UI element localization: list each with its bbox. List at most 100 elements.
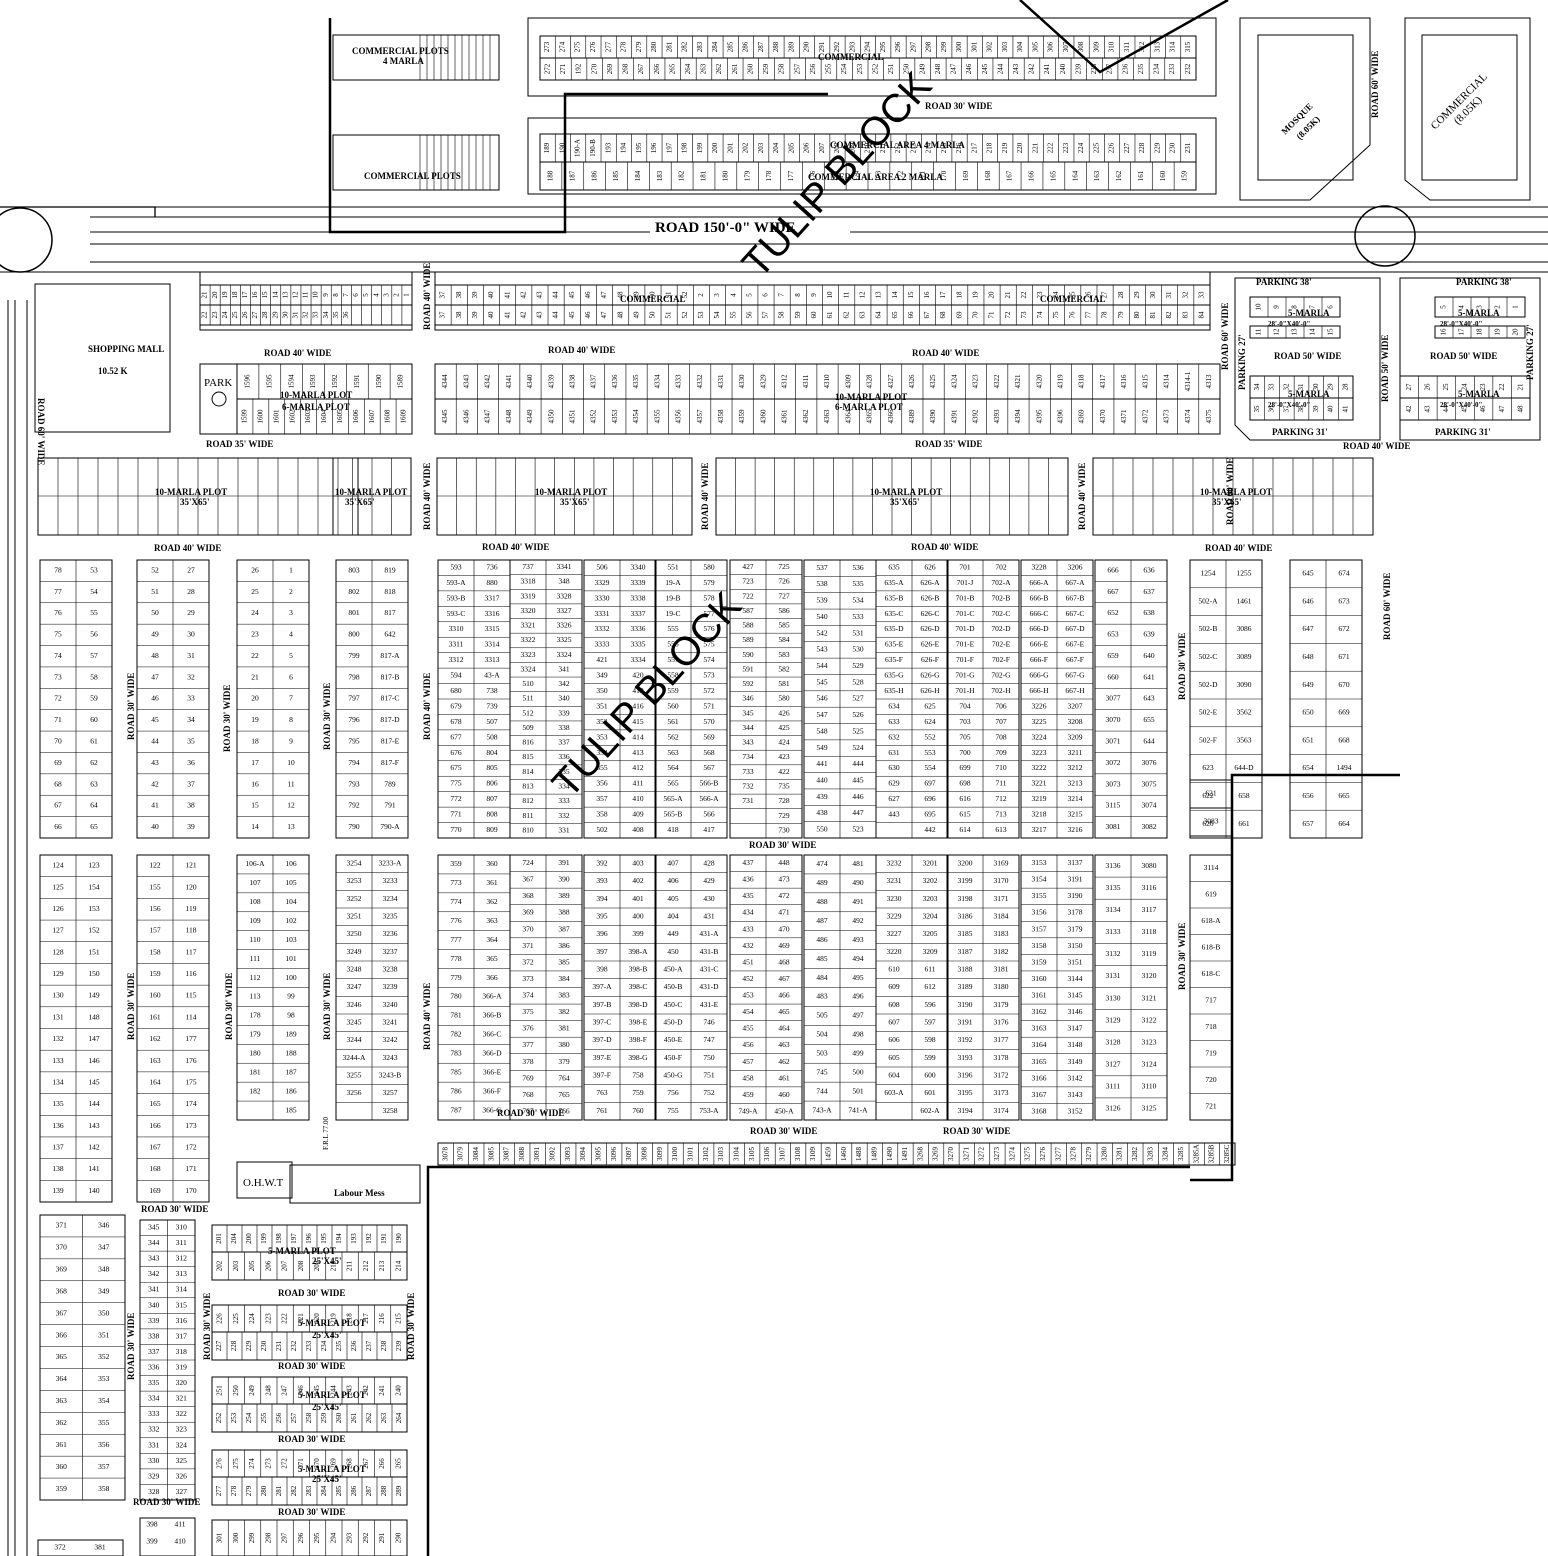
lower-column-plot: 3192 <box>958 1035 973 1044</box>
upper-column-plot: 502 <box>596 825 608 834</box>
upper-column-plot: 635-F <box>885 655 903 664</box>
second-commercial-a-plot: 227 <box>1123 142 1131 153</box>
lower-column-plot: 505 <box>816 1011 828 1020</box>
parking-block-left <box>1234 277 1381 441</box>
bottom-row-plot: 3099 <box>656 1147 664 1162</box>
road-50-vert-1: ROAD 50' WIDE <box>1380 335 1390 402</box>
upper-column-plot: 416 <box>632 701 644 710</box>
upper-column-plot: 72 <box>54 694 62 703</box>
row-2-top-plot: 17 <box>939 291 947 299</box>
upper-column-plot: 809 <box>486 825 498 834</box>
commercial-plots-4m-sub: 4 MARLA <box>383 56 424 66</box>
second-commercial-a-plot: 207 <box>818 142 826 153</box>
row-3-top-plot: 4316 <box>1120 374 1128 389</box>
last-row-block <box>139 1517 196 1556</box>
lower-column-plot: 366-F <box>483 1086 501 1095</box>
upper-column-plot: 666-F <box>1030 655 1048 664</box>
lower-column-plot: 3190 <box>1068 891 1083 900</box>
five-marla-bot-plot: 234 <box>320 1340 328 1351</box>
park-row-bot-plot: 1600 <box>256 409 264 424</box>
lower-column-plot: 375 <box>522 1007 534 1016</box>
row-3-bot-plot: 4350 <box>547 409 555 424</box>
lower-column-plot: 3114 <box>1204 863 1219 872</box>
five-marla-bot-plot: 289 <box>395 1485 403 1496</box>
second-commercial-b-plot: 180 <box>721 170 729 181</box>
upper-column-plot: 3310 <box>449 624 464 633</box>
lower-column-plot: 3133 <box>1106 927 1121 936</box>
lower-column-plot: 401 <box>632 894 644 903</box>
row-3-top-plot: 4318 <box>1078 374 1086 389</box>
five-marla-bottom-4: 5-MARLA PLOT <box>298 1464 366 1474</box>
second-commercial-b-plot: 174 <box>853 170 861 181</box>
five-marla-bot-plot: 277 <box>215 1485 223 1496</box>
five-marla-bot-plot: 279 <box>245 1485 253 1496</box>
last-row-bot-plot: 295 <box>313 1532 321 1543</box>
upper-column-plot: 56 <box>90 630 98 639</box>
lower-column-plot: 187 <box>285 1067 297 1076</box>
top-commercial-a-plot: 273 <box>543 41 551 52</box>
five-marla-bot-plot: 252 <box>215 1412 223 1423</box>
lower-left-column-plot: 323 <box>176 1425 188 1434</box>
row-2-top-plot: 51 <box>665 291 673 299</box>
second-commercial-b-plot: 171 <box>918 170 926 181</box>
lower-column-plot: 436 <box>742 875 754 884</box>
row-3-top-plot: 4340 <box>526 374 534 389</box>
second-commercial-a-plot: 215 <box>940 142 948 153</box>
lower-column-plot: 136 <box>52 1121 64 1130</box>
top-commercial-b-plot: 236 <box>1121 63 1129 74</box>
lower-left-column-plot: 364 <box>56 1374 68 1383</box>
lower-column-plot: 150 <box>88 969 100 978</box>
top-commercial-a-plot: 289 <box>787 41 795 52</box>
upper-column-plot: 54 <box>90 587 98 596</box>
upper-column-plot: 3218 <box>1032 810 1047 819</box>
lower-column-plot: 3195 <box>958 1088 973 1097</box>
row-1-bot-plot: 28 <box>261 311 269 319</box>
top-commercial-a-plot: 278 <box>620 41 628 52</box>
lower-column-plot: 397-A <box>592 982 612 991</box>
row-3-bot-plot: 4373 <box>1163 409 1171 424</box>
second-commercial-a-plot: 195 <box>635 142 643 153</box>
road-40-vert-f: ROAD 40' WIDE <box>1077 463 1087 530</box>
upper-column-plot: 670 <box>1338 680 1350 689</box>
upper-column-plot: 739 <box>486 701 498 710</box>
row-2-bot-plot: 81 <box>1149 311 1157 319</box>
upper-column-plot: 30 <box>187 630 195 639</box>
ten-marla-plot-size-3: 35'X65' <box>560 497 590 507</box>
lower-column-plot: 120 <box>185 882 197 891</box>
lower-column-plot: 116 <box>186 969 197 978</box>
parking-right-top-plot: 2 <box>1494 305 1502 309</box>
second-commercial-b-plot: 166 <box>1028 170 1036 181</box>
road-30-vert-g: ROAD 30' WIDE <box>126 1313 136 1380</box>
row-2-top-plot: 6 <box>762 293 770 297</box>
lower-column-plot: 164 <box>149 1077 161 1086</box>
lower-column-plot: 3178 <box>994 1053 1009 1062</box>
upper-column-plot: 652 <box>1107 608 1119 617</box>
lower-column-plot: 494 <box>852 954 864 963</box>
upper-column-plot: 19-A <box>665 578 681 587</box>
lower-column-plot: 3121 <box>1142 993 1157 1002</box>
second-commercial-a-plot: 190 <box>558 142 566 153</box>
row-2-bot-plot: 37 <box>439 311 447 319</box>
lower-column-plot: 388 <box>558 908 570 917</box>
row-1-top-plot: 11 <box>302 291 310 298</box>
upper-column-plot: 408 <box>632 825 644 834</box>
top-commercial-b-plot: 263 <box>700 63 708 74</box>
five-marla-bot-plot: 212 <box>362 1260 370 1271</box>
upper-column-plot: 634 <box>888 701 900 710</box>
lower-column-plot: 366-D <box>482 1048 502 1057</box>
lower-column-plot: 3131 <box>1106 971 1121 980</box>
lower-column-plot: 450-C <box>664 1000 683 1009</box>
bottom-row-plot: 3095 <box>595 1147 603 1162</box>
five-marla-top-plot: 219 <box>329 1313 337 1324</box>
row-3-top-plot: 4337 <box>590 374 598 389</box>
top-commercial-b-plot: 251 <box>887 63 895 74</box>
second-commercial-a-plot: 226 <box>1108 142 1116 153</box>
top-commercial-b-plot: 262 <box>715 63 723 74</box>
row-1-top-plot: 19 <box>221 291 229 299</box>
upper-column-plot: 3212 <box>1068 763 1083 772</box>
upper-column-plot: 3090 <box>1237 680 1252 689</box>
row-2-bot-plot: 44 <box>552 311 560 319</box>
lower-column-plot: 366-G <box>482 1105 502 1114</box>
bottom-row-plot: 3098 <box>641 1147 649 1162</box>
lower-left-column-plot: 311 <box>176 1238 187 1247</box>
